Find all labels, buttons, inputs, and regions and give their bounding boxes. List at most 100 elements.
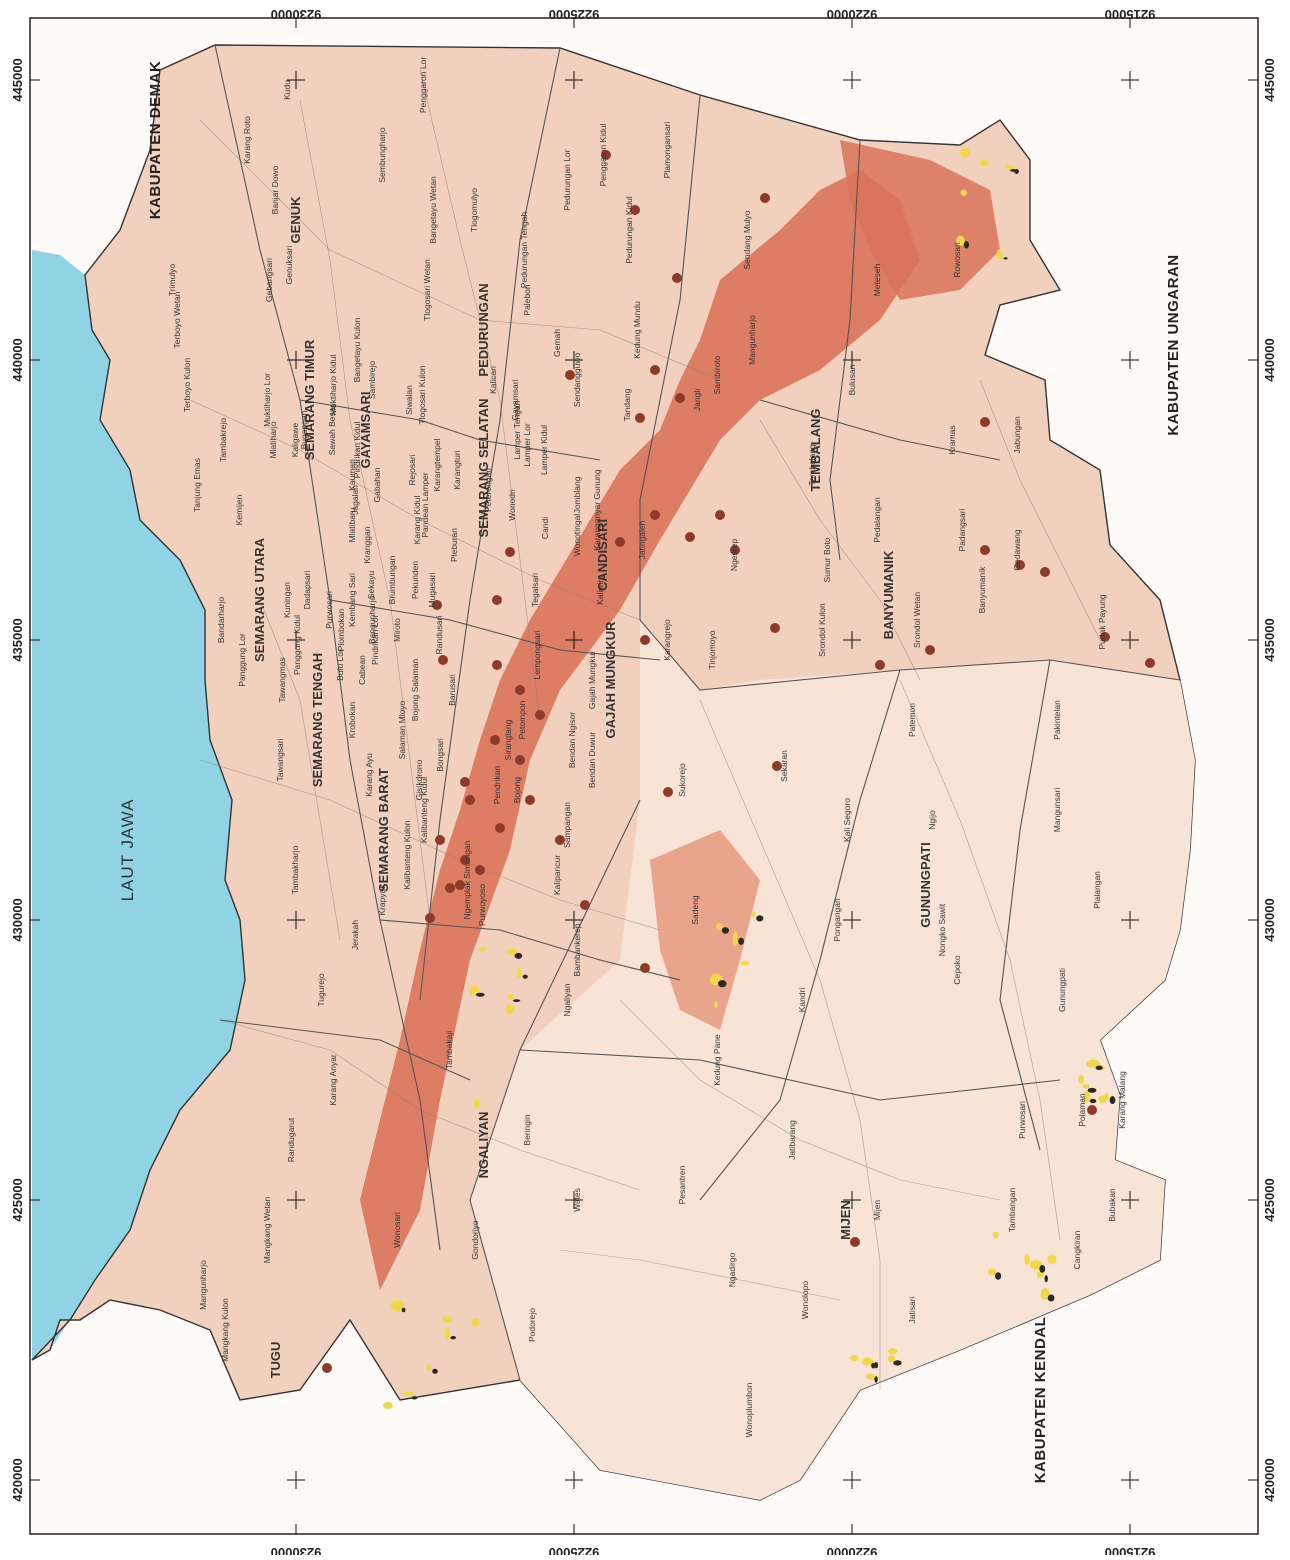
village-label: Penggaron Kidul [598, 123, 608, 186]
dark-patch [1039, 1265, 1046, 1273]
yellow-patch [383, 1401, 393, 1410]
district-boundary [379, 919, 681, 981]
dark-patch [964, 241, 969, 249]
village-label: Pedurungan Lor [562, 149, 572, 210]
village-label: Lamper Kidul [539, 425, 549, 475]
village-label: Bambankerep [572, 923, 582, 976]
village-label: Kandri [797, 988, 807, 1013]
village-label: Tandang [622, 388, 632, 421]
sample-point [1040, 567, 1050, 577]
easting-label-425000: 425000 [10, 1178, 25, 1221]
village-label: Pandean Lamper [420, 472, 430, 537]
sample-point [565, 370, 575, 380]
dark-patch [738, 937, 744, 945]
grid-cross [565, 1471, 583, 1489]
sample-point [505, 547, 515, 557]
village-label: Podorejo [527, 1308, 537, 1342]
village-label: Palebon [522, 284, 532, 315]
village-label: Bojong [512, 776, 522, 803]
sample-point [635, 413, 645, 423]
village-label: Karang Roto [242, 116, 252, 164]
dark-patches [401, 169, 1116, 1400]
village-label: Karangtempel [432, 438, 442, 491]
sample-point [475, 865, 485, 875]
village-label: Tawangsari [275, 738, 285, 781]
village-label: Candi [540, 517, 550, 539]
village-label: Bugangan [299, 410, 309, 449]
yellow-patch [1024, 1253, 1030, 1266]
northing-label-bottom-9220000: 9220000 [827, 1545, 878, 1555]
easting-label-430000: 430000 [10, 898, 25, 941]
road-line [619, 999, 1001, 1201]
sample-point [685, 532, 695, 542]
yellow-patch [849, 1355, 859, 1362]
village-label: Pesantren [677, 1165, 687, 1204]
village-label: Plombokan [336, 608, 346, 651]
village-label: Sampangan [562, 802, 572, 848]
village-label: Sendang Mulyo [742, 210, 752, 269]
village-label: Randusari [434, 616, 444, 655]
village-label: Salaman Mloyo [397, 700, 407, 759]
village-label: Krapyak [377, 884, 387, 916]
village-label: Nongko Sawit [937, 903, 947, 956]
village-label: Tlogomulyo [469, 188, 479, 232]
village-label: Meteseh [872, 263, 882, 296]
village-label: Gajah Mungkur [587, 651, 597, 709]
village-label: Miroto [392, 618, 402, 642]
village-label: Gisikdrono [414, 759, 424, 800]
easting-label-435000: 435000 [10, 618, 25, 661]
village-label: Sekaran [779, 750, 789, 782]
sample-point [980, 417, 990, 427]
village-label: Purwoyoso [477, 884, 487, 926]
sample-point [875, 660, 885, 670]
sample-point [515, 685, 525, 695]
grid-cross [287, 911, 305, 929]
road-line [189, 399, 641, 621]
village-label: Bangetayu Wetan [428, 176, 438, 244]
yellow-patch [751, 911, 756, 918]
village-label: Banyumanik [977, 566, 987, 614]
district-label: MIJEN [838, 1200, 853, 1240]
sample-point [1145, 658, 1155, 668]
yellow-patch [732, 935, 738, 947]
sample-point [525, 795, 535, 805]
village-label: Banjar Dowo [270, 165, 280, 214]
yellow-patch [1004, 164, 1011, 169]
district-label: SEMARANG BARAT [376, 768, 391, 892]
village-label: Pendrikan [492, 766, 502, 805]
sample-point [730, 545, 740, 555]
village-label: Gunungpati [1057, 968, 1067, 1012]
sample-point [770, 623, 780, 633]
road-line [699, 699, 881, 1390]
hazard-zone-east [840, 140, 1000, 300]
regency-ungaran-label: KABUPATEN UNGARAN [1165, 254, 1182, 435]
grid-cross [287, 71, 305, 89]
village-label: Jatingaleh [637, 520, 647, 559]
district-label: GUNUNGPATI [918, 842, 933, 927]
village-label: Jabungan [1012, 416, 1022, 454]
district-boundary [469, 799, 641, 1381]
village-label: Ngesrep [729, 539, 739, 571]
yellow-patch [887, 1355, 896, 1363]
village-label: Tambakaji [444, 1031, 454, 1069]
village-label: Gondoriyo [470, 1220, 480, 1259]
village-label: Mangkang Wetan [262, 1196, 272, 1263]
sample-point [715, 510, 725, 520]
regency-kendal-label: KABUPATEN KENDAL [1032, 1317, 1049, 1484]
village-label: Petompon [517, 700, 527, 739]
yellow-patch [992, 1231, 999, 1239]
sample-point [435, 835, 445, 845]
village-label: Lamper Lor [522, 423, 532, 467]
district-label: NGALIYAN [476, 1112, 491, 1179]
dark-patch [475, 992, 485, 997]
yellow-patch [444, 1327, 451, 1340]
district-boundary [299, 399, 601, 461]
village-label: Muktiharjo Kidul [328, 355, 338, 416]
district-label: GAYAMSARI [358, 391, 373, 468]
village-label: Bandarharjo [216, 597, 226, 644]
village-label: Terboyo Kulon [182, 358, 192, 413]
village-label: Genuksari [284, 246, 294, 285]
dark-patch [1047, 1294, 1055, 1302]
village-label: Pakintelan [1052, 700, 1062, 740]
